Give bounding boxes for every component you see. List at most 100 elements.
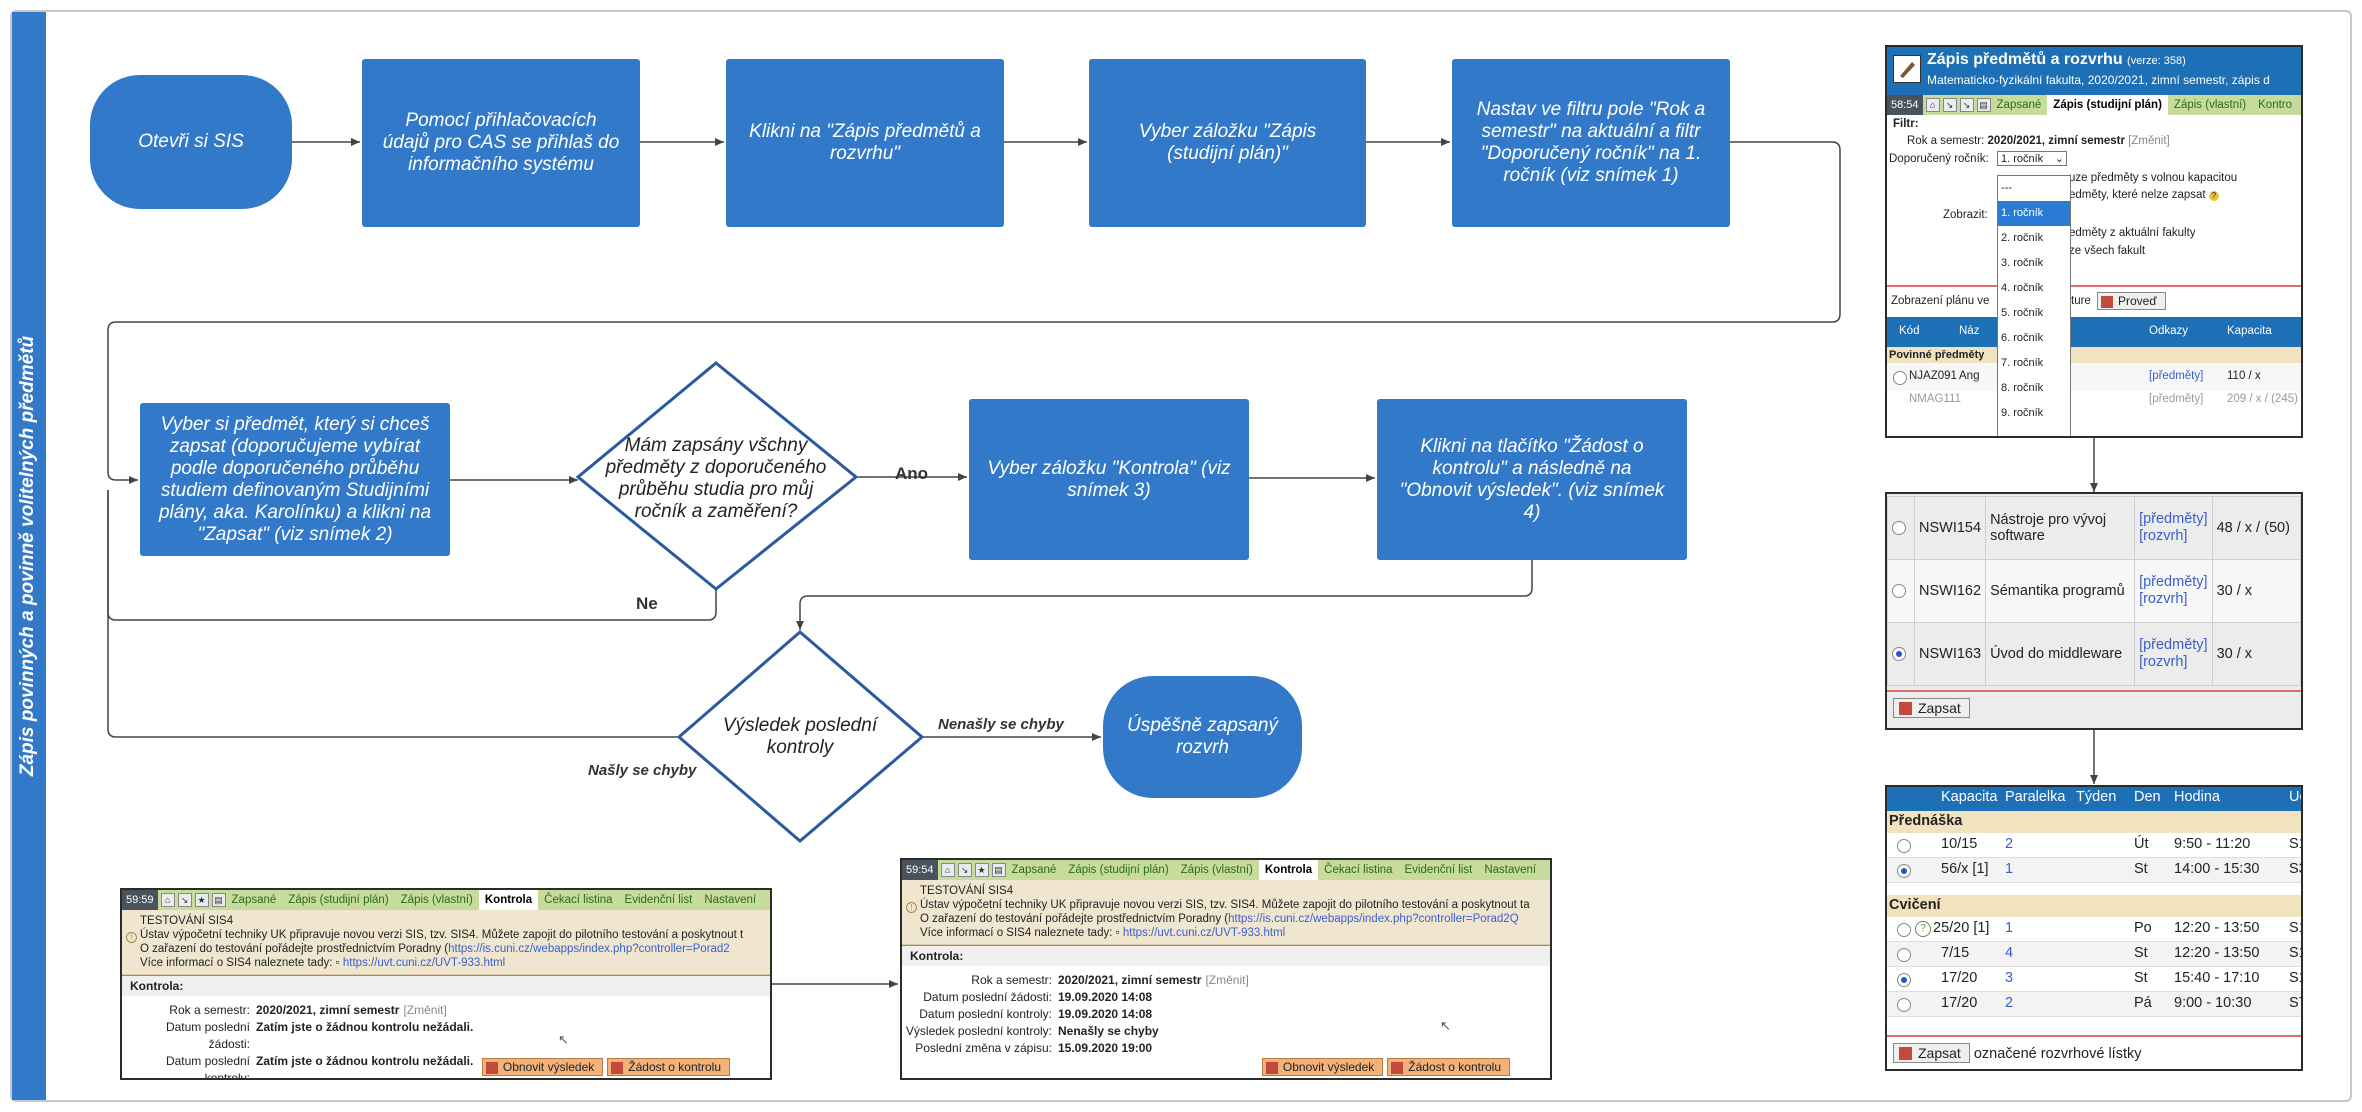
- subject-radio-cell[interactable]: [1887, 559, 1915, 623]
- tab-6[interactable]: Nastavení: [1484, 864, 1537, 876]
- schedule-radio[interactable]: [1897, 923, 1911, 937]
- tab-kontrola[interactable]: Kontro: [2258, 99, 2293, 111]
- rocnik-select[interactable]: 1. ročník⌄: [1997, 151, 2067, 166]
- zapsat-button[interactable]: Zapsat: [1893, 698, 1970, 718]
- rok-change-link[interactable]: [Změnit]: [403, 1003, 447, 1017]
- subject-radio-cell[interactable]: [1887, 622, 1915, 686]
- rocnik-dropdown[interactable]: --- 1. ročník 2. ročník 3. ročník 4. ročník 5…: [1997, 175, 2071, 436]
- schedule-paralelka[interactable]: 3: [2005, 970, 2014, 986]
- tab-3[interactable]: Kontrola: [478, 890, 539, 910]
- arrow-icon[interactable]: ↘: [177, 893, 192, 907]
- rocnik-option[interactable]: 9. ročník: [2001, 407, 2044, 419]
- schedule-paralelka[interactable]: 2: [2005, 995, 2014, 1011]
- print-icon[interactable]: ▤: [1976, 98, 1991, 112]
- arrow2-icon[interactable]: ↘: [1959, 98, 1974, 112]
- print-icon[interactable]: ▤: [211, 893, 226, 907]
- home-icon[interactable]: ⌂: [160, 893, 175, 907]
- subject-link-predmety[interactable]: [předměty]: [2139, 511, 2208, 527]
- tab-3[interactable]: Kontrola: [1258, 860, 1319, 880]
- arrow-icon[interactable]: ↘: [957, 863, 972, 877]
- arrow-icon[interactable]: ↘: [1942, 98, 1957, 112]
- rok-change-link[interactable]: [Změnit]: [2128, 135, 2170, 147]
- home-icon[interactable]: ⌂: [940, 863, 955, 877]
- schedule-radio[interactable]: [1897, 973, 1911, 987]
- schedule-radio[interactable]: [1897, 864, 1911, 878]
- tab-0[interactable]: Zapsané: [231, 894, 277, 906]
- subject-radio[interactable]: [1892, 584, 1906, 599]
- tab-zapsane[interactable]: Zapsané: [1996, 99, 2042, 111]
- schedule-paralelka[interactable]: 4: [2005, 945, 2014, 961]
- subject-link-rozvrh[interactable]: [rozvrh]: [2139, 528, 2188, 544]
- rocnik-option[interactable]: 4. ročník: [2001, 282, 2044, 294]
- zapsat-row: Zapsat: [1887, 690, 2301, 724]
- schedule-paralelka[interactable]: 1: [2005, 920, 2014, 936]
- subject-radio[interactable]: [1892, 647, 1906, 662]
- subject-link-rozvrh[interactable]: [rozvrh]: [2139, 591, 2188, 607]
- process-node-kontrola-tab: Vyber záložku "Kontrola" (viz snímek 3): [969, 399, 1249, 560]
- subject-radio-cell[interactable]: [1887, 496, 1915, 560]
- row-radio[interactable]: [1893, 371, 1907, 385]
- help-icon[interactable]: ?: [2208, 191, 2219, 201]
- obnovit-vysledek-button[interactable]: Obnovit výsledek: [481, 1058, 604, 1076]
- schedule-radio[interactable]: [1897, 839, 1911, 853]
- schedule-zapsat-button[interactable]: Zapsat: [1893, 1043, 1970, 1063]
- tab-1[interactable]: Zápis (studijní plán): [288, 894, 389, 906]
- subject-link-rozvrh[interactable]: [rozvrh]: [2139, 654, 2188, 670]
- tab-zapis-vlastni[interactable]: Zápis (vlastní): [2173, 99, 2247, 111]
- tab-5[interactable]: Evidenční list: [624, 894, 693, 906]
- tab-6[interactable]: Nastavení: [704, 894, 757, 906]
- rocnik-option[interactable]: 7. ročník: [2001, 357, 2044, 369]
- rocnik-option[interactable]: 2. ročník: [2001, 232, 2044, 244]
- tab-4[interactable]: Čekací listina: [544, 894, 613, 906]
- rocnik-option[interactable]: ---: [2001, 182, 2012, 194]
- schedule-hodina: 15:40 - 17:10: [2174, 970, 2260, 986]
- rocnik-option[interactable]: 8. ročník: [2001, 382, 2044, 394]
- tab-1[interactable]: Zápis (studijní plán): [1068, 864, 1169, 876]
- obnovit-vysledek-button[interactable]: Obnovit výsledek: [1261, 1058, 1384, 1076]
- schedule-radio[interactable]: [1897, 998, 1911, 1012]
- row-link[interactable]: [předměty]: [2149, 370, 2204, 382]
- tab-4[interactable]: Čekací listina: [1324, 864, 1393, 876]
- tab-2[interactable]: Zápis (vlastní): [1180, 864, 1253, 876]
- subject-link-predmety[interactable]: [předměty]: [2139, 574, 2208, 590]
- notice-link-poradna[interactable]: https://is.cuni.cz/webapps/index.php?con…: [1228, 913, 1519, 925]
- tab-0[interactable]: Zapsané: [1011, 864, 1057, 876]
- star-icon[interactable]: ★: [974, 863, 989, 877]
- rocnik-option[interactable]: 5. ročník: [2001, 307, 2044, 319]
- tab-2[interactable]: Zápis (vlastní): [400, 894, 473, 906]
- subject-link-predmety[interactable]: [předměty]: [2139, 637, 2208, 653]
- subject-radio[interactable]: [1892, 521, 1906, 536]
- notice-link-poradna[interactable]: https://is.cuni.cz/webapps/index.php?con…: [448, 943, 730, 955]
- doporuceny-label: Doporučený ročník:: [1889, 153, 1989, 165]
- tab-5[interactable]: Evidenční list: [1404, 864, 1473, 876]
- result-row[interactable]: NJAZ091 Ang [předměty] 110 / x: [1887, 363, 2301, 391]
- schedule-paralelka[interactable]: 1: [2005, 861, 2014, 877]
- notice-link-uvt[interactable]: https://uvt.cuni.cz/UVT-933.html: [1122, 927, 1286, 939]
- zadost-o-kontrolu-button[interactable]: Žádost o kontrolu: [1387, 1058, 1510, 1076]
- tab-zapis-plan[interactable]: Zápis (studijní plán): [2047, 95, 2168, 115]
- proved-button[interactable]: Proveď: [2097, 292, 2166, 310]
- schedule-radio[interactable]: [1897, 948, 1911, 962]
- notice-link-uvt[interactable]: https://uvt.cuni.cz/UVT-933.html: [342, 957, 506, 969]
- edge-label-ano: Ano: [895, 464, 929, 483]
- rok-change-link[interactable]: [Změnit]: [1205, 973, 1249, 987]
- zadost-o-kontrolu-button[interactable]: Žádost o kontrolu: [607, 1058, 730, 1076]
- print-icon[interactable]: ▤: [991, 863, 1006, 877]
- rocnik-option[interactable]: 1. ročník: [1998, 201, 2070, 226]
- home-icon[interactable]: ⌂: [1925, 98, 1940, 112]
- schedule-paralelka[interactable]: 2: [2005, 836, 2014, 852]
- star-icon[interactable]: ★: [194, 893, 209, 907]
- canvas-frame: [10, 10, 2352, 1102]
- rocnik-option[interactable]: 6. ročník: [2001, 332, 2044, 344]
- rocnik-option[interactable]: 3. ročník: [2001, 257, 2044, 269]
